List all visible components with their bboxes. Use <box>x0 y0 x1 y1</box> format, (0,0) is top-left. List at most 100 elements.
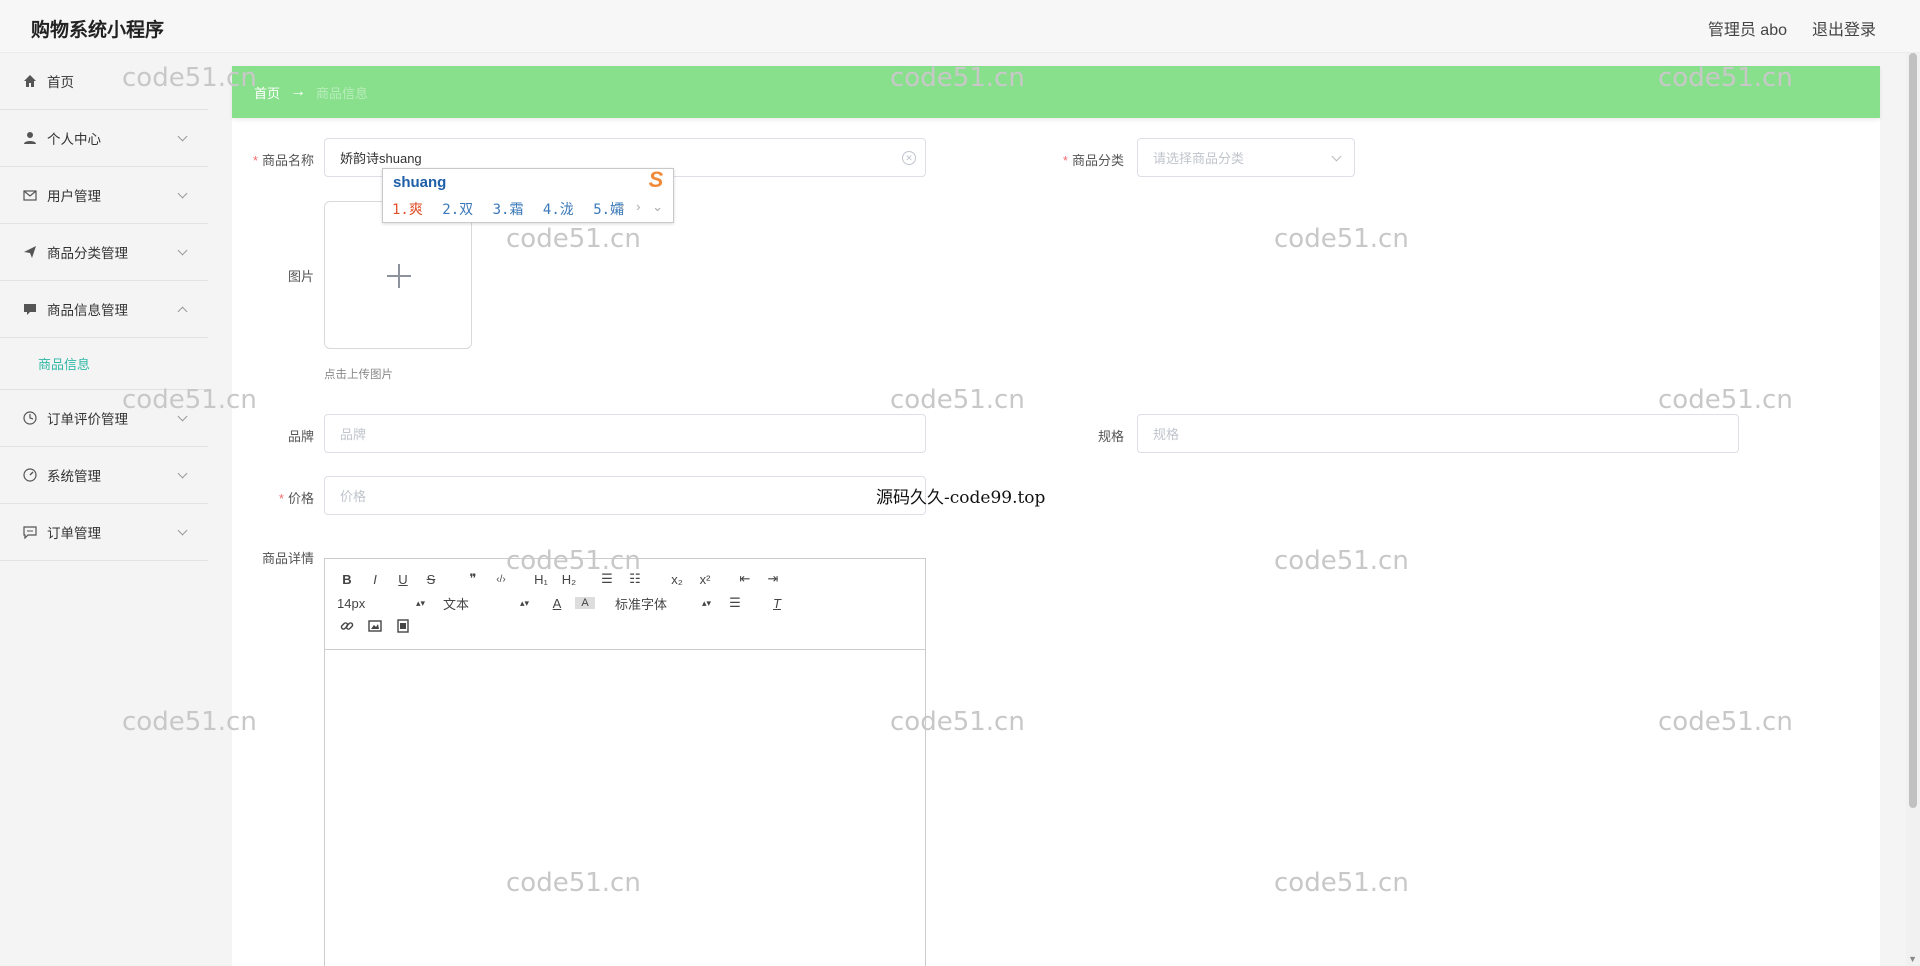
chat-icon <box>22 524 38 540</box>
breadcrumb: 首页 → 商品信息 <box>232 66 1880 118</box>
sidebar-item-home[interactable]: 首页 <box>0 53 208 110</box>
logout-button[interactable]: 退出登录 <box>1811 22 1876 39</box>
sidebar-item-product-management[interactable]: 商品信息管理 <box>0 281 208 338</box>
header2-button[interactable]: H₂ <box>561 571 577 587</box>
sogou-logo-icon: S <box>648 167 664 192</box>
outdent-button[interactable]: ⇤ <box>739 571 751 586</box>
underline-button[interactable]: U <box>398 571 408 587</box>
sidebar-item-label: 商品信息管理 <box>47 303 128 318</box>
chevron-down-icon <box>1331 151 1342 162</box>
strike-button[interactable]: S <box>426 571 436 587</box>
product-name-value: 娇韵诗shuang <box>340 151 422 166</box>
font-color-button[interactable]: A <box>552 595 562 611</box>
sidebar-item-label: 用户管理 <box>47 189 101 204</box>
blockquote-button[interactable]: ❞ <box>469 571 477 586</box>
chevron-down-icon <box>177 245 188 256</box>
user-icon <box>22 130 38 146</box>
price-input[interactable]: 价格 <box>324 476 926 515</box>
sidebar-subitem-product-info[interactable]: 商品信息 <box>0 338 208 390</box>
breadcrumb-current: 商品信息 <box>316 85 369 101</box>
code-block-button[interactable]: ‹/› <box>496 573 506 585</box>
gauge-icon <box>22 467 38 483</box>
font-size-select[interactable]: 14px▴▾ <box>337 595 425 611</box>
main-content: 首页 → 商品信息 *商品名称 娇韵诗shuang ✕ *商品分类 请选择商品分… <box>232 66 1880 966</box>
ime-candidate[interactable]: 2.双 <box>442 202 474 218</box>
bullet-list-button[interactable]: ☷ <box>629 571 641 586</box>
video-icon[interactable] <box>393 618 413 636</box>
required-mark: * <box>252 153 258 168</box>
italic-button[interactable]: I <box>373 571 377 587</box>
sidebar-item-order-management[interactable]: 订单管理 <box>0 504 208 561</box>
sidebar-item-label: 系统管理 <box>47 469 101 484</box>
bold-button[interactable]: B <box>342 571 352 587</box>
scrollbar-thumb[interactable] <box>1909 53 1917 808</box>
chevron-down-icon <box>177 131 188 142</box>
detail-label: 商品详情 <box>261 551 314 566</box>
background-color-button[interactable]: A <box>575 597 595 609</box>
sidebar-item-label: 商品分类管理 <box>47 246 128 261</box>
send-icon <box>22 244 38 260</box>
chevron-down-icon <box>177 468 188 479</box>
ime-candidate[interactable]: 1.爽 <box>392 202 423 218</box>
overlay-watermark-text: 源码久久-code99.top <box>876 488 1046 508</box>
ime-candidate-popup: shuang S 1.爽 2.双 3.霜 4.泷 5.孀 ‹ › ⌄ <box>382 167 674 223</box>
spec-placeholder: 规格 <box>1153 427 1180 442</box>
required-mark: * <box>278 491 284 506</box>
sidebar: 首页 个人中心 用户管理 商品分类管理 商品信息管理 商品信息 订单评价管理 <box>0 53 208 966</box>
chevron-up-icon <box>177 306 188 317</box>
image-upload-button[interactable] <box>324 201 472 349</box>
brand-placeholder: 品牌 <box>340 427 367 442</box>
font-family-select[interactable]: 标准字体▴▾ <box>615 596 711 612</box>
brand-input[interactable]: 品牌 <box>324 414 926 453</box>
ime-nav-arrows[interactable]: ‹ › ⌄ <box>620 199 667 214</box>
rich-text-editor: B I U S ❞ ‹/› H₁ H₂ ☰ ☷ x₂ x² ⇤ ⇥ 14px▴▾… <box>324 558 926 966</box>
price-label: *价格 <box>278 491 314 506</box>
ime-candidate[interactable]: 3.霜 <box>492 202 524 218</box>
align-button[interactable]: ☰ <box>729 595 741 610</box>
sidebar-item-user-management[interactable]: 用户管理 <box>0 167 208 224</box>
subscript-button[interactable]: x₂ <box>671 571 683 587</box>
clock-icon <box>22 410 38 426</box>
ime-candidates: 1.爽 2.双 3.霜 4.泷 5.孀 <box>392 199 635 219</box>
image-icon[interactable] <box>365 619 385 636</box>
sidebar-item-label: 订单评价管理 <box>47 412 128 427</box>
top-header: 购物系统小程序 管理员 abo 退出登录 <box>0 0 1920 53</box>
category-select[interactable]: 请选择商品分类 <box>1137 138 1355 177</box>
header1-button[interactable]: H₁ <box>534 571 548 587</box>
upload-tip: 点击上传图片 <box>324 369 393 381</box>
indent-button[interactable]: ⇥ <box>767 571 779 586</box>
ime-candidate[interactable]: 5.孀 <box>593 202 625 218</box>
block-format-select[interactable]: 文本▴▾ <box>443 596 529 612</box>
clear-icon[interactable]: ✕ <box>902 151 916 165</box>
required-mark: * <box>1062 153 1068 168</box>
superscript-button[interactable]: x² <box>699 571 711 587</box>
sidebar-item-system-management[interactable]: 系统管理 <box>0 447 208 504</box>
clear-format-button[interactable]: T <box>773 595 781 611</box>
home-icon <box>22 73 38 89</box>
admin-name: 管理员 abo <box>1707 22 1787 39</box>
chevron-down-icon <box>177 188 188 199</box>
link-icon[interactable] <box>337 619 357 636</box>
ime-pinyin: shuang <box>393 174 447 191</box>
editor-toolbar: B I U S ❞ ‹/› H₁ H₂ ☰ ☷ x₂ x² ⇤ ⇥ 14px▴▾… <box>325 559 925 650</box>
sidebar-item-personal-center[interactable]: 个人中心 <box>0 110 208 167</box>
editor-content-area[interactable] <box>325 650 925 966</box>
breadcrumb-home-link[interactable]: 首页 <box>254 85 281 101</box>
ime-candidate[interactable]: 4.泷 <box>542 202 574 218</box>
message-icon <box>22 301 38 317</box>
product-name-label: *商品名称 <box>252 153 314 168</box>
category-label: *商品分类 <box>1062 153 1124 168</box>
scroll-down-icon[interactable]: ▼ <box>1908 954 1917 964</box>
ordered-list-button[interactable]: ☰ <box>601 571 613 586</box>
breadcrumb-arrow-icon: → <box>290 83 307 100</box>
sidebar-item-category-management[interactable]: 商品分类管理 <box>0 224 208 281</box>
sidebar-item-order-review[interactable]: 订单评价管理 <box>0 390 208 447</box>
spec-input[interactable]: 规格 <box>1137 414 1739 453</box>
image-label: 图片 <box>287 269 314 284</box>
page-scrollbar[interactable]: ▼ <box>1906 53 1920 966</box>
mail-icon <box>22 187 38 203</box>
brand-label: 品牌 <box>287 429 314 444</box>
spec-label: 规格 <box>1097 429 1124 444</box>
chevron-down-icon <box>177 525 188 536</box>
sidebar-item-label: 首页 <box>47 75 74 90</box>
